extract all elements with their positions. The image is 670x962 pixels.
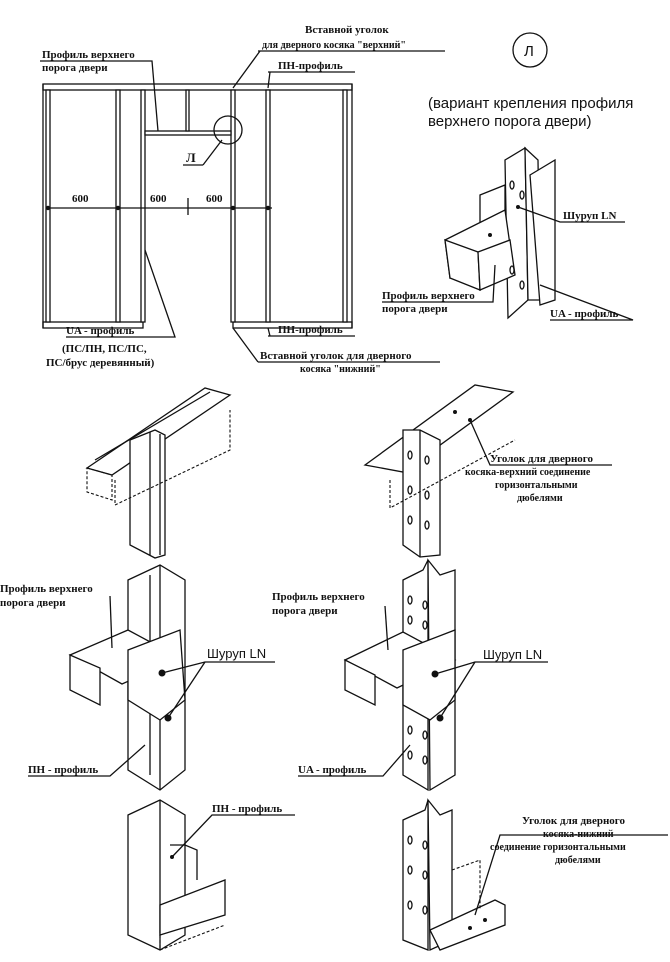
detail-screw-label: Шуруп LN [563,210,616,222]
door-header-profile-label-1: Профиль верхнего [42,49,135,61]
mid-left-pn-profile-label: ПН - профиль [28,764,98,776]
detail-caption-1: (вариант крепления профиля [428,95,633,112]
corner-bottom-label-2: косяка-нижний [543,829,614,840]
detail-l-drawing [382,146,634,321]
bottom-right-joint-drawing [402,798,668,952]
insert-corner-top-label-1: Вставной уголок [305,24,389,36]
corner-bottom-label-1: Уголок для дверного [522,815,626,827]
mid-right-ua-profile-label: UA - профиль [298,764,367,776]
bottom-left-pn-profile-label: ПН - профиль [212,803,282,815]
mid-left-joint-drawing [28,564,275,791]
detail-caption-2: верхнего порога двери) [428,113,592,130]
pn-profile-top-label: ПН-профиль [278,60,343,72]
detail-badge-label: Л [524,43,534,60]
mid-left-header-profile-label-1: Профиль верхнего [0,583,93,595]
callout-l-label: Л [186,150,196,165]
corner-top-label-2: косяка-верхний соединение [465,467,591,478]
corner-bottom-label-4: дюбелями [555,855,601,866]
corner-bottom-label-3: соединение горизонтальными [490,842,626,853]
detail-ua-profile-label: UA - профиль [550,308,619,320]
mid-left-screw-label: Шуруп LN [207,646,266,661]
mid-right-header-profile-label-1: Профиль верхнего [272,591,365,603]
mid-right-joint-drawing [298,558,548,792]
ua-profile-label-3: ПС/брус деревянный) [46,357,155,369]
pn-profile-bottom-label: ПН-профиль [278,324,343,336]
ua-profile-label-2: (ПС/ПН, ПС/ПС, [62,343,147,355]
corner-top-label-4: дюбелями [517,493,563,504]
detail-badge-circle [512,32,548,68]
dimension-3: 600 [206,193,223,205]
door-header-profile-label-2: порога двери [42,62,108,74]
mid-right-header-profile-label-2: порога двери [272,605,338,617]
mid-right-screw-label: Шуруп LN [483,647,542,662]
corner-top-label-1: Уголок для дверного [490,453,594,465]
dimension-2: 600 [150,193,167,205]
insert-corner-bottom-label-2: косяка "нижний" [300,364,381,375]
insert-corner-top-label-2: для дверного косяка "верхний" [262,40,406,51]
top-left-joint-drawing [85,387,232,559]
corner-top-label-3: горизонтальными [495,480,578,491]
wall-frame-elevation [40,50,445,363]
mid-left-header-profile-label-2: порога двери [0,597,66,609]
ua-profile-label-1: UA - профиль [66,325,135,337]
detail-header-profile-label-1: Профиль верхнего [382,290,475,302]
detail-header-profile-label-2: порога двери [382,303,448,315]
bottom-left-joint-drawing [127,799,295,951]
dimension-1: 600 [72,193,89,205]
insert-corner-bottom-label-1: Вставной уголок для дверного [260,350,412,362]
top-right-joint-drawing [363,384,612,558]
